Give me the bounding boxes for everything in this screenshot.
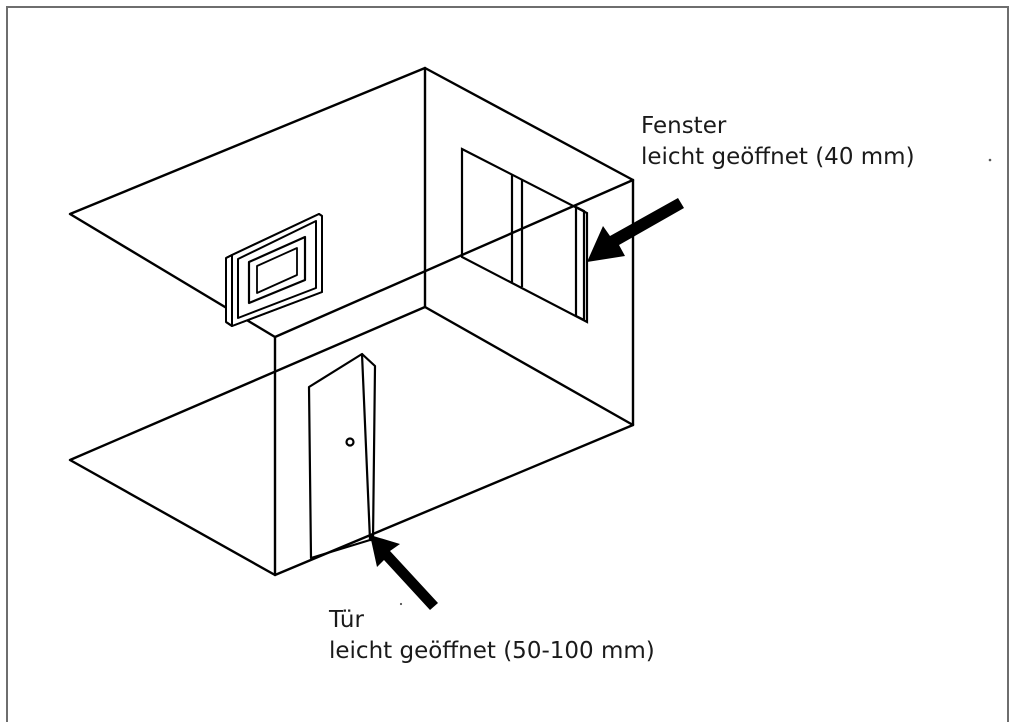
floor-outline	[68, 305, 635, 577]
diagram-frame	[6, 6, 1009, 722]
door-title: Tür	[329, 607, 364, 633]
window-arrow	[587, 198, 684, 262]
door-arrow	[370, 535, 438, 610]
window-label: Fenster leicht geöffnet (40 mm)	[641, 111, 915, 173]
window-title: Fenster	[641, 113, 727, 139]
ceiling-outline	[68, 66, 635, 339]
door-detail: leicht geöffnet (50-100 mm)	[329, 638, 655, 664]
window-detail: leicht geöffnet (40 mm)	[641, 144, 915, 170]
arrow-icon	[370, 198, 684, 610]
window-icon	[460, 147, 589, 324]
wall-heater-icon	[225, 213, 323, 327]
door-icon	[307, 352, 377, 560]
door-label: Tür leicht geöffnet (50-100 mm)	[329, 605, 655, 667]
